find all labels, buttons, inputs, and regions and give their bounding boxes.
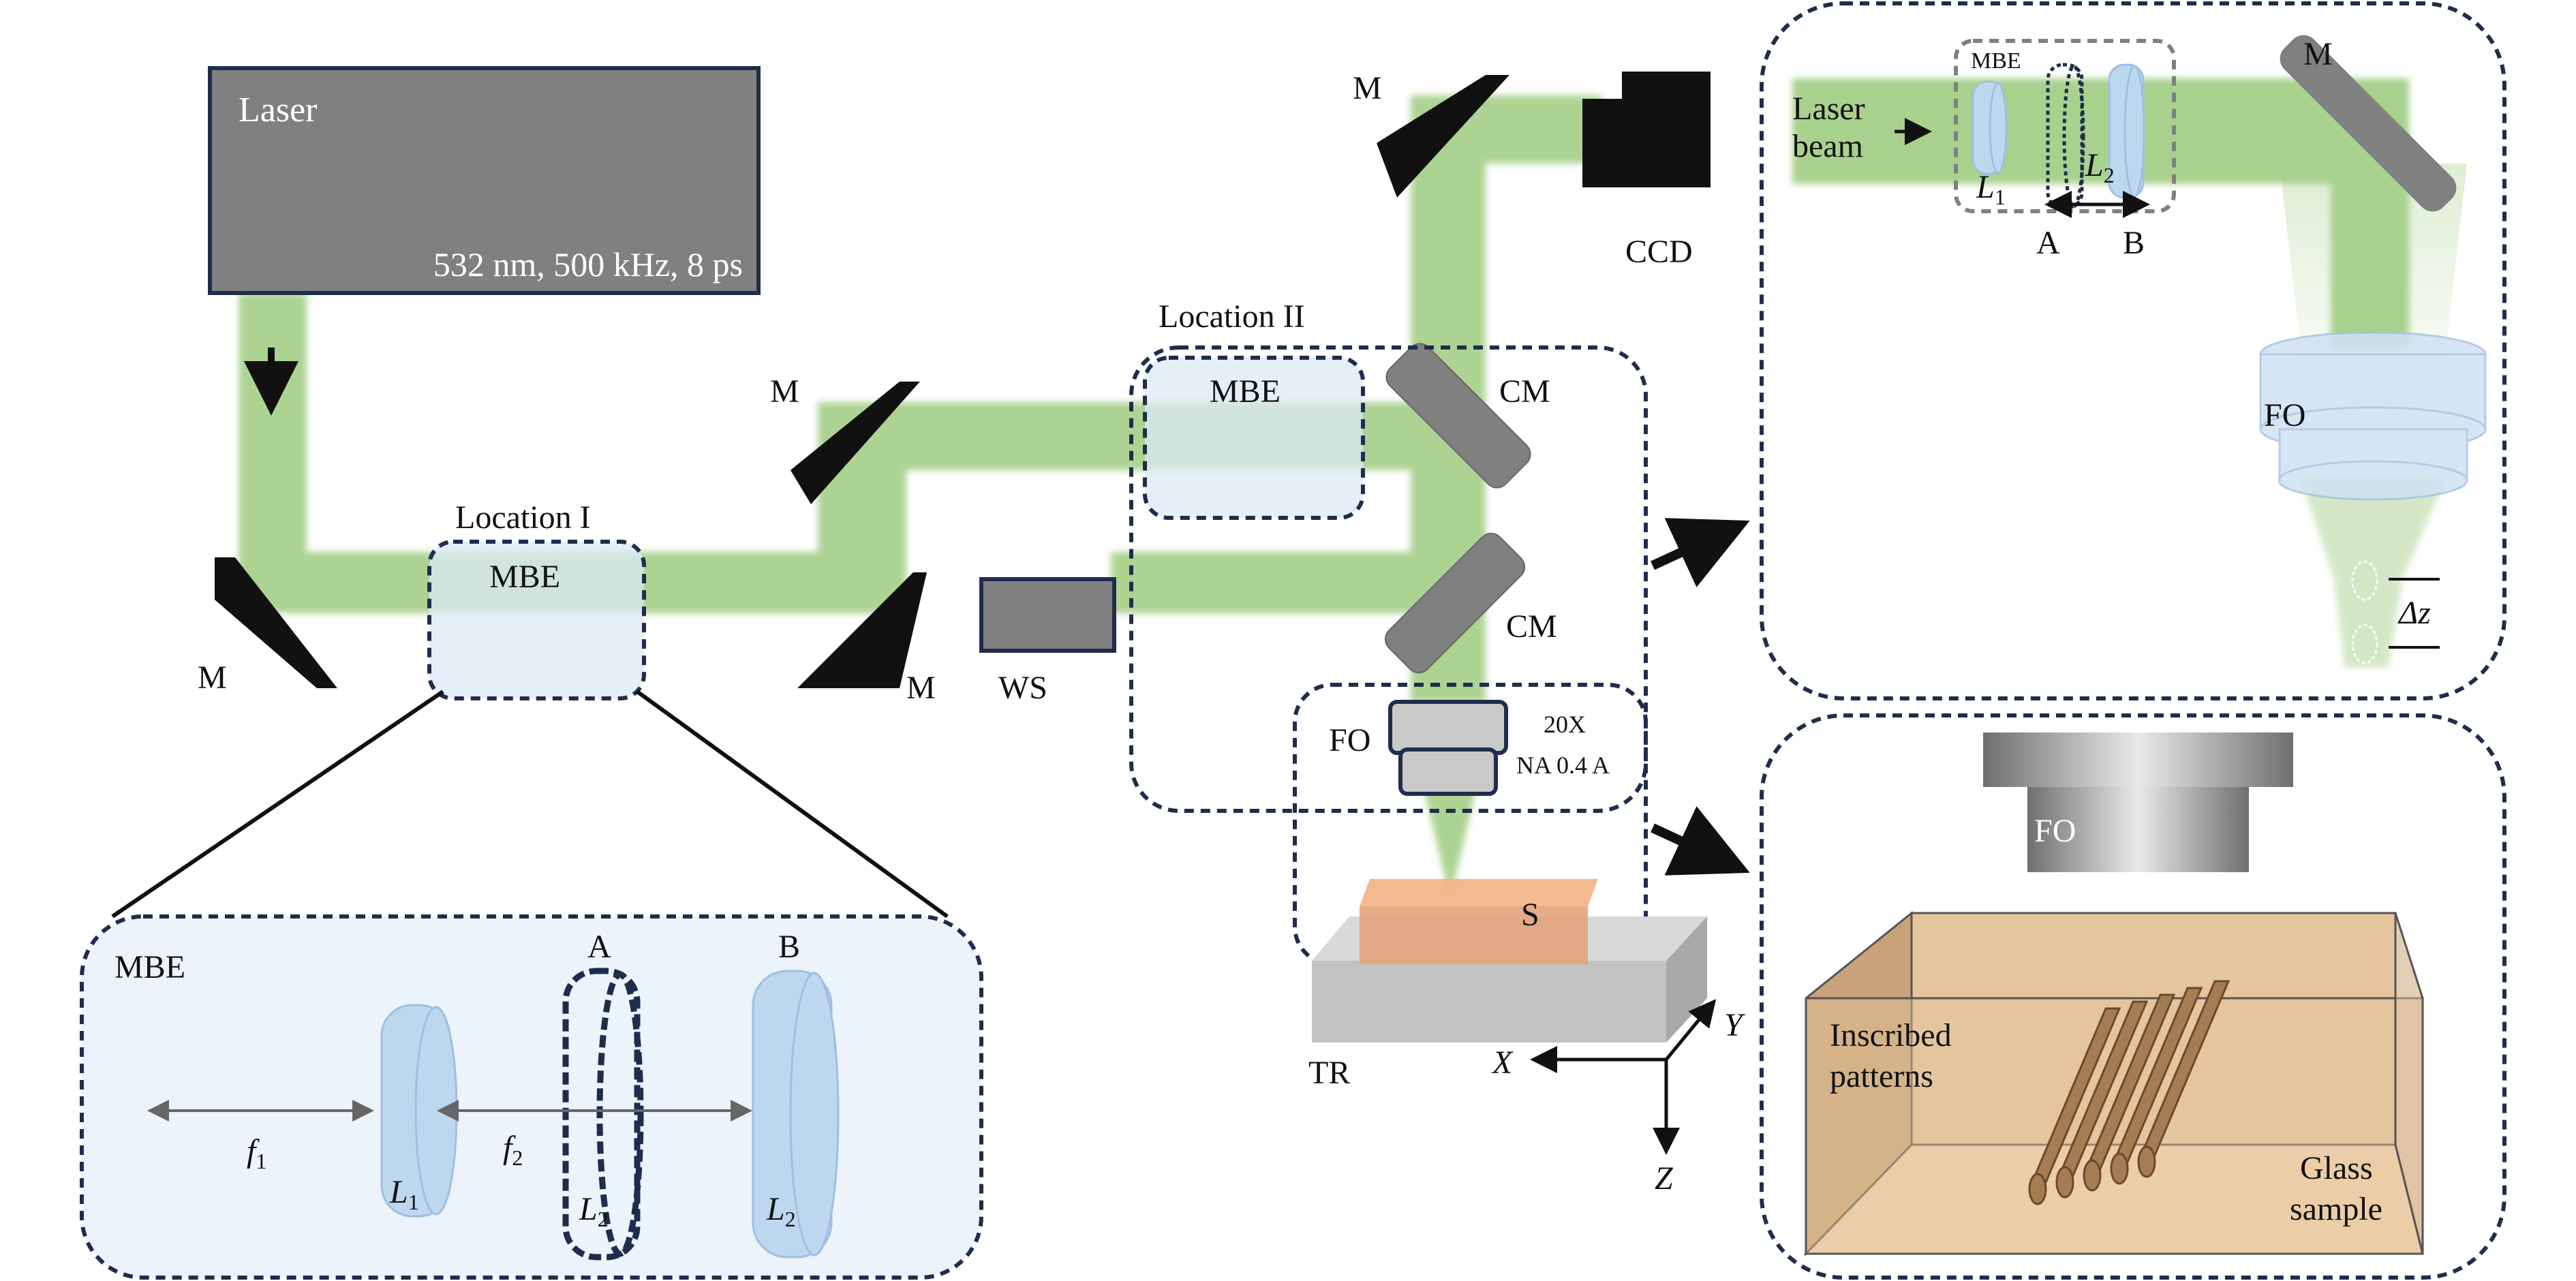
beam-inset-l1-label: L1 bbox=[1976, 169, 2006, 209]
ccd-body bbox=[1622, 72, 1711, 187]
beam-inset-objective-label: FO bbox=[2264, 397, 2305, 433]
mbe-inset: MBE A B f1 f2 L1 L2 L2 bbox=[80, 690, 983, 1280]
ccd-label: CCD bbox=[1625, 234, 1693, 270]
arrow-to-sample-inset bbox=[1651, 806, 1750, 876]
beam-inset-laser-line1: Laser bbox=[1792, 91, 1865, 127]
ccd-front bbox=[1582, 99, 1623, 187]
beam-inset-expanded-cone bbox=[2280, 164, 2467, 375]
beam-inset-l2-label: L2 bbox=[2085, 147, 2115, 187]
cm-label-1: CM bbox=[1499, 373, 1550, 410]
objective-spec-2: NA 0.4 A bbox=[1516, 752, 1610, 779]
axis-y-label: Y bbox=[1724, 1007, 1745, 1043]
beam-inset-lens-l1 bbox=[1972, 80, 2008, 175]
mirror-label-4: M bbox=[1353, 70, 1382, 106]
beam-inset-focus-spot-2 bbox=[2351, 623, 2378, 664]
sample-inset-objective bbox=[1983, 732, 2293, 872]
stage-label: TR bbox=[1308, 1055, 1350, 1091]
inscribed-patterns-line1: Inscribed bbox=[1830, 1017, 1952, 1053]
specimen-label: S bbox=[1521, 897, 1539, 933]
location-2-box bbox=[1129, 345, 1648, 813]
stage-side bbox=[1666, 916, 1707, 1043]
zoom-line-left bbox=[111, 690, 444, 919]
mirror-label-2: M bbox=[770, 373, 799, 410]
beam-inset-lens-l2 bbox=[2108, 63, 2145, 199]
axis-z-label: Z bbox=[1655, 1160, 1674, 1197]
mbe-lens-l1 bbox=[380, 1004, 458, 1218]
combining-mirror-2 bbox=[1384, 532, 1526, 674]
cm-label-2: CM bbox=[1506, 608, 1557, 645]
beam-inset-mbe-label: MBE bbox=[1971, 48, 2021, 74]
laser-box bbox=[208, 66, 761, 295]
mbe-pos-b: B bbox=[778, 929, 800, 965]
location-2-mbe-label: MBE bbox=[1210, 373, 1281, 410]
location-1-box bbox=[427, 540, 646, 700]
combining-mirror-1 bbox=[1385, 343, 1531, 489]
glass-sample-line2: sample bbox=[2290, 1191, 2382, 1227]
mbe-inset-title: MBE bbox=[114, 949, 185, 985]
wavelength-selector bbox=[979, 577, 1116, 653]
inscribed-patterns bbox=[2028, 980, 2230, 1205]
beam-inset-objective bbox=[2259, 331, 2487, 501]
mirror-label-3: M bbox=[906, 670, 936, 706]
mbe-lens-l2-position-a bbox=[562, 968, 644, 1261]
beam-inset-mirror bbox=[2280, 35, 2457, 212]
objective-spec-1: 20X bbox=[1544, 711, 1586, 738]
combining-mirrors bbox=[1384, 343, 1531, 674]
mbe-inset-panel bbox=[80, 914, 983, 1280]
zoom-line-right bbox=[636, 690, 949, 919]
specimen-top bbox=[1360, 879, 1598, 906]
location-2-label: Location II bbox=[1159, 298, 1305, 335]
axis-x-label: X bbox=[1491, 1045, 1514, 1081]
laser-specs: 532 nm, 500 kHz, 8 ps bbox=[433, 245, 743, 283]
axis-y-arrow bbox=[1665, 999, 1717, 1061]
glass-sample-line1: Glass bbox=[2300, 1150, 2373, 1186]
mbe-l2-label: L2 bbox=[766, 1191, 796, 1231]
mirror-3 bbox=[797, 572, 927, 688]
mirror-label-1: M bbox=[198, 660, 227, 696]
beam-inset-pos-b: B bbox=[2123, 225, 2145, 261]
beam-inset-focus-cone bbox=[2300, 477, 2447, 668]
mirror-2 bbox=[791, 382, 920, 504]
location-1-label: Location I bbox=[455, 499, 591, 536]
objective-bottom bbox=[1398, 747, 1498, 796]
glass-sample bbox=[1803, 910, 2424, 1256]
beam-inset-pos-a: A bbox=[2036, 225, 2060, 261]
sample-inset-objective-label: FO bbox=[2034, 813, 2076, 849]
objective-label: FO bbox=[1329, 722, 1370, 758]
beam-inset: Laser beam MBE L1 L2 A B M bbox=[1760, 1, 2506, 700]
mbe-l2a-label: L2 bbox=[579, 1191, 609, 1231]
mirror-1 bbox=[215, 557, 337, 688]
mbe-l1-label: L1 bbox=[389, 1174, 419, 1214]
inscribed-patterns-line2: patterns bbox=[1830, 1058, 1933, 1094]
location-2-mbe-box bbox=[1143, 356, 1365, 520]
ccd-camera bbox=[1582, 72, 1711, 187]
laser-source: Laser 532 nm, 500 kHz, 8 ps bbox=[208, 66, 761, 295]
arrow-to-beam-inset bbox=[1651, 518, 1750, 587]
beam-focus-cone bbox=[1417, 763, 1482, 899]
specimen bbox=[1360, 879, 1598, 964]
mirror-4 bbox=[1377, 75, 1509, 198]
coordinate-axes bbox=[1530, 999, 1717, 1155]
mbe-pos-a: A bbox=[587, 929, 611, 965]
beam-inset-laser-line2: beam bbox=[1792, 128, 1863, 164]
beam-inset-mirror-label: M bbox=[2303, 36, 2333, 72]
specimen-front bbox=[1360, 906, 1588, 964]
laser-label: Laser bbox=[239, 91, 317, 129]
focusing-objective bbox=[1388, 700, 1508, 796]
glass-right bbox=[2394, 912, 2424, 1254]
mbe-lens-l2 bbox=[752, 970, 840, 1259]
location-1-mbe-label: MBE bbox=[489, 559, 560, 595]
mirrors bbox=[215, 75, 1509, 688]
beam-inset-delta-z: Δz bbox=[2397, 595, 2431, 631]
beam-inset-focus-spot-1 bbox=[2351, 560, 2378, 601]
stage-front bbox=[1312, 961, 1666, 1043]
objective-top bbox=[1388, 700, 1508, 755]
sample-inset: FO Inscribed patterns Glass sample bbox=[1760, 713, 2506, 1280]
ws-label: WS bbox=[998, 670, 1047, 706]
